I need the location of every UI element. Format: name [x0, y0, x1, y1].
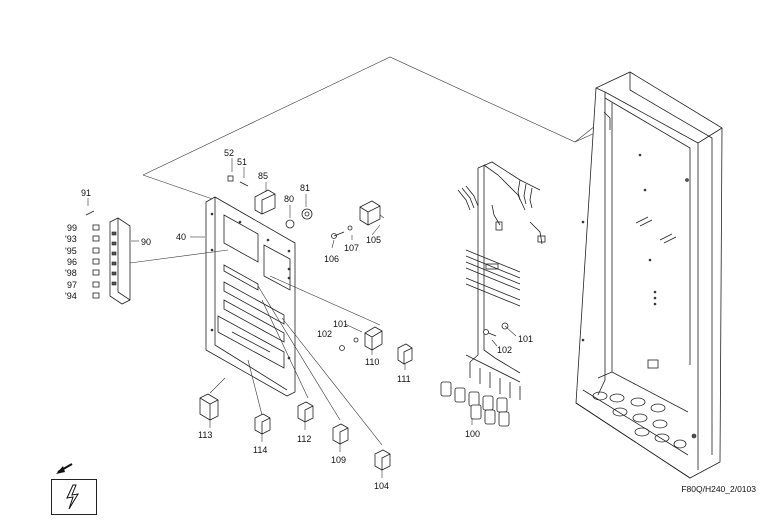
label-109: 109: [331, 455, 346, 465]
terminal-block: [109, 217, 131, 305]
label-99: 99: [67, 223, 77, 233]
label-101-left: 101: [333, 319, 348, 329]
top-hardware: [227, 175, 313, 229]
leader-line-panel-to-cabinet: [142, 56, 601, 176]
label-85: 85: [258, 171, 268, 181]
label-80: 80: [284, 194, 294, 204]
label-97: 97: [67, 280, 77, 290]
label-100: 100: [465, 429, 480, 439]
label-112: 112: [297, 434, 311, 444]
label-102-left: 102: [317, 329, 332, 339]
label-98: '98: [65, 268, 77, 278]
relay-109: [332, 423, 349, 452]
screw-and-washer-right: [483, 322, 517, 347]
label-102-right: 102: [497, 345, 512, 355]
label-52: 52: [224, 148, 234, 158]
label-94: '94: [65, 291, 77, 301]
label-40: 40: [176, 232, 186, 242]
label-105: 105: [366, 235, 381, 245]
label-113: 113: [198, 430, 212, 440]
high-voltage-symbol-box: [51, 479, 97, 515]
label-81: 81: [300, 183, 310, 193]
relay-112: [297, 401, 314, 430]
label-95: '95: [65, 246, 77, 256]
label-90: 90: [141, 237, 151, 247]
relay-111: [397, 343, 413, 365]
label-107: 107: [344, 243, 359, 253]
terminal-hardware: [85, 210, 100, 299]
relay-114: [254, 413, 271, 442]
mounting-plate: [205, 196, 296, 397]
label-93: '93: [65, 234, 77, 244]
cabinet-enclosure: [575, 71, 723, 479]
relay-105: [359, 200, 385, 226]
label-110: 110: [365, 357, 379, 367]
label-96: 96: [67, 257, 77, 267]
drawing-reference-code: F80Q/H240_2/0103: [681, 484, 756, 494]
high-voltage-icon: [66, 484, 79, 510]
label-106: 106: [324, 254, 339, 264]
label-91: 91: [81, 188, 91, 198]
label-101-right: 101: [518, 334, 533, 344]
relay-110: [339, 326, 383, 351]
label-114: 114: [253, 445, 267, 455]
direction-arrow-icon: [56, 463, 73, 474]
wiring-harness: [440, 161, 546, 427]
label-51: 51: [237, 157, 247, 167]
relay-113: [199, 393, 219, 428]
label-111: 111: [397, 374, 411, 384]
screws-106-107: [331, 225, 353, 239]
relay-104: [374, 449, 391, 478]
label-104: 104: [374, 481, 389, 491]
